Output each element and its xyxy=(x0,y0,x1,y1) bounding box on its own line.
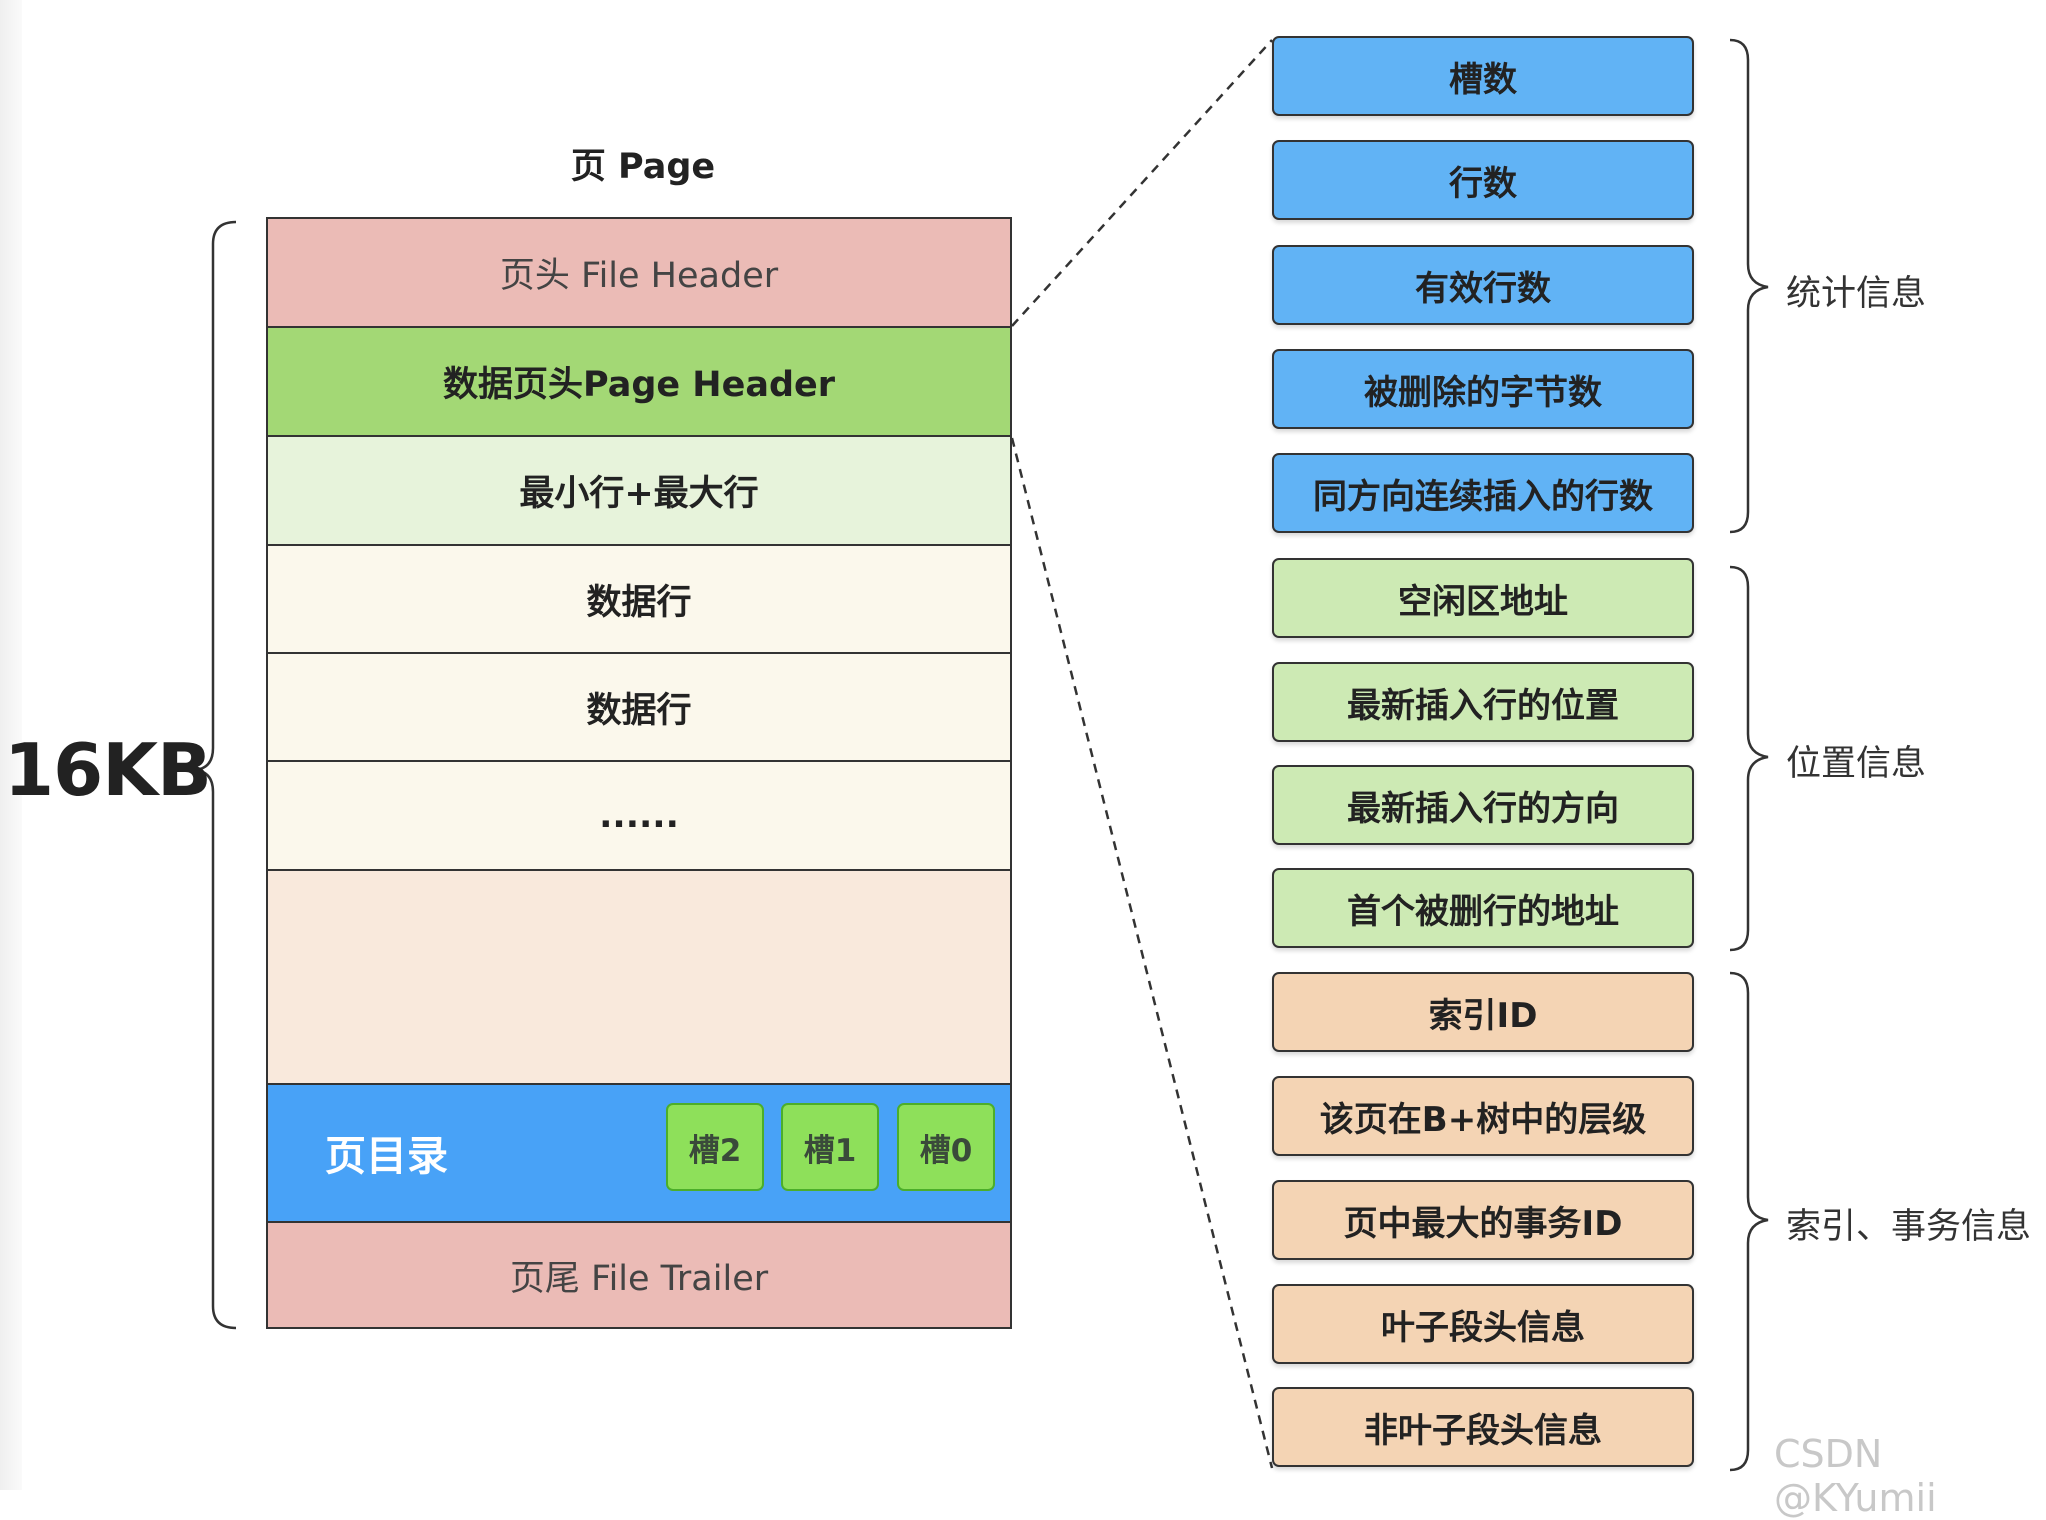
file-header-segment: 页头 File Header xyxy=(266,217,1012,328)
field-slot-count: 槽数 xyxy=(1272,36,1694,116)
field-valid-row-count: 有效行数 xyxy=(1272,245,1694,325)
left-edge-shade xyxy=(0,0,22,1490)
field-same-direction-inserts: 同方向连续插入的行数 xyxy=(1272,453,1694,533)
slot-1: 槽1 xyxy=(781,1103,879,1191)
field-first-deleted-row-address: 首个被删行的地址 xyxy=(1272,868,1694,948)
data-row-label: 数据行 xyxy=(586,582,692,623)
group-label-position: 位置信息 xyxy=(1786,744,1927,784)
group-label-index-tx: 索引、事务信息 xyxy=(1786,1207,2032,1247)
field-row-count: 行数 xyxy=(1272,140,1694,220)
stats-brace xyxy=(1729,38,1769,534)
data-row-label: 数据行 xyxy=(586,690,692,731)
watermark: CSDN @KYumii xyxy=(1774,1432,1937,1520)
file-trailer-segment: 页尾 File Trailer xyxy=(266,1221,1012,1329)
field-index-id: 索引ID xyxy=(1272,972,1694,1052)
ellipsis-label: ...... xyxy=(599,795,679,836)
page-directory-label: 页目录 xyxy=(325,1132,448,1180)
field-deleted-bytes: 被删除的字节数 xyxy=(1272,349,1694,429)
zoom-line-bottom xyxy=(1010,437,1274,1469)
min-max-row-label: 最小行+最大行 xyxy=(519,474,759,514)
field-nonleaf-segment-header: 非叶子段头信息 xyxy=(1272,1387,1694,1467)
file-header-label: 页头 File Header xyxy=(499,256,779,296)
data-row-segment: 数据行 xyxy=(266,652,1012,762)
field-max-transaction-id: 页中最大的事务ID xyxy=(1272,1180,1694,1260)
slot-2: 槽2 xyxy=(666,1103,764,1191)
page-title: 页 Page xyxy=(570,147,716,187)
field-last-insert-direction: 最新插入行的方向 xyxy=(1272,765,1694,845)
ellipsis-segment: ...... xyxy=(266,760,1012,871)
free-space-segment xyxy=(266,869,1012,1085)
field-free-space-address: 空闲区地址 xyxy=(1272,558,1694,638)
index-tx-brace xyxy=(1729,971,1769,1472)
zoom-line-top xyxy=(1011,39,1273,327)
file-trailer-label: 页尾 File Trailer xyxy=(509,1258,769,1299)
size-brace xyxy=(191,220,237,1330)
field-last-insert-position: 最新插入行的位置 xyxy=(1272,662,1694,742)
page-directory-segment xyxy=(266,1083,1012,1223)
field-btree-level: 该页在B+树中的层级 xyxy=(1272,1076,1694,1156)
slot-0: 槽0 xyxy=(897,1103,995,1191)
min-max-row-segment: 最小行+最大行 xyxy=(266,435,1012,546)
field-leaf-segment-header: 叶子段头信息 xyxy=(1272,1284,1694,1364)
page-header-segment: 数据页头Page Header xyxy=(266,326,1012,437)
group-label-stats: 统计信息 xyxy=(1786,274,1927,314)
size-label: 16KB xyxy=(4,728,212,812)
page-header-label: 数据页头Page Header xyxy=(442,365,835,405)
data-row-segment: 数据行 xyxy=(266,544,1012,654)
position-brace xyxy=(1729,565,1769,952)
